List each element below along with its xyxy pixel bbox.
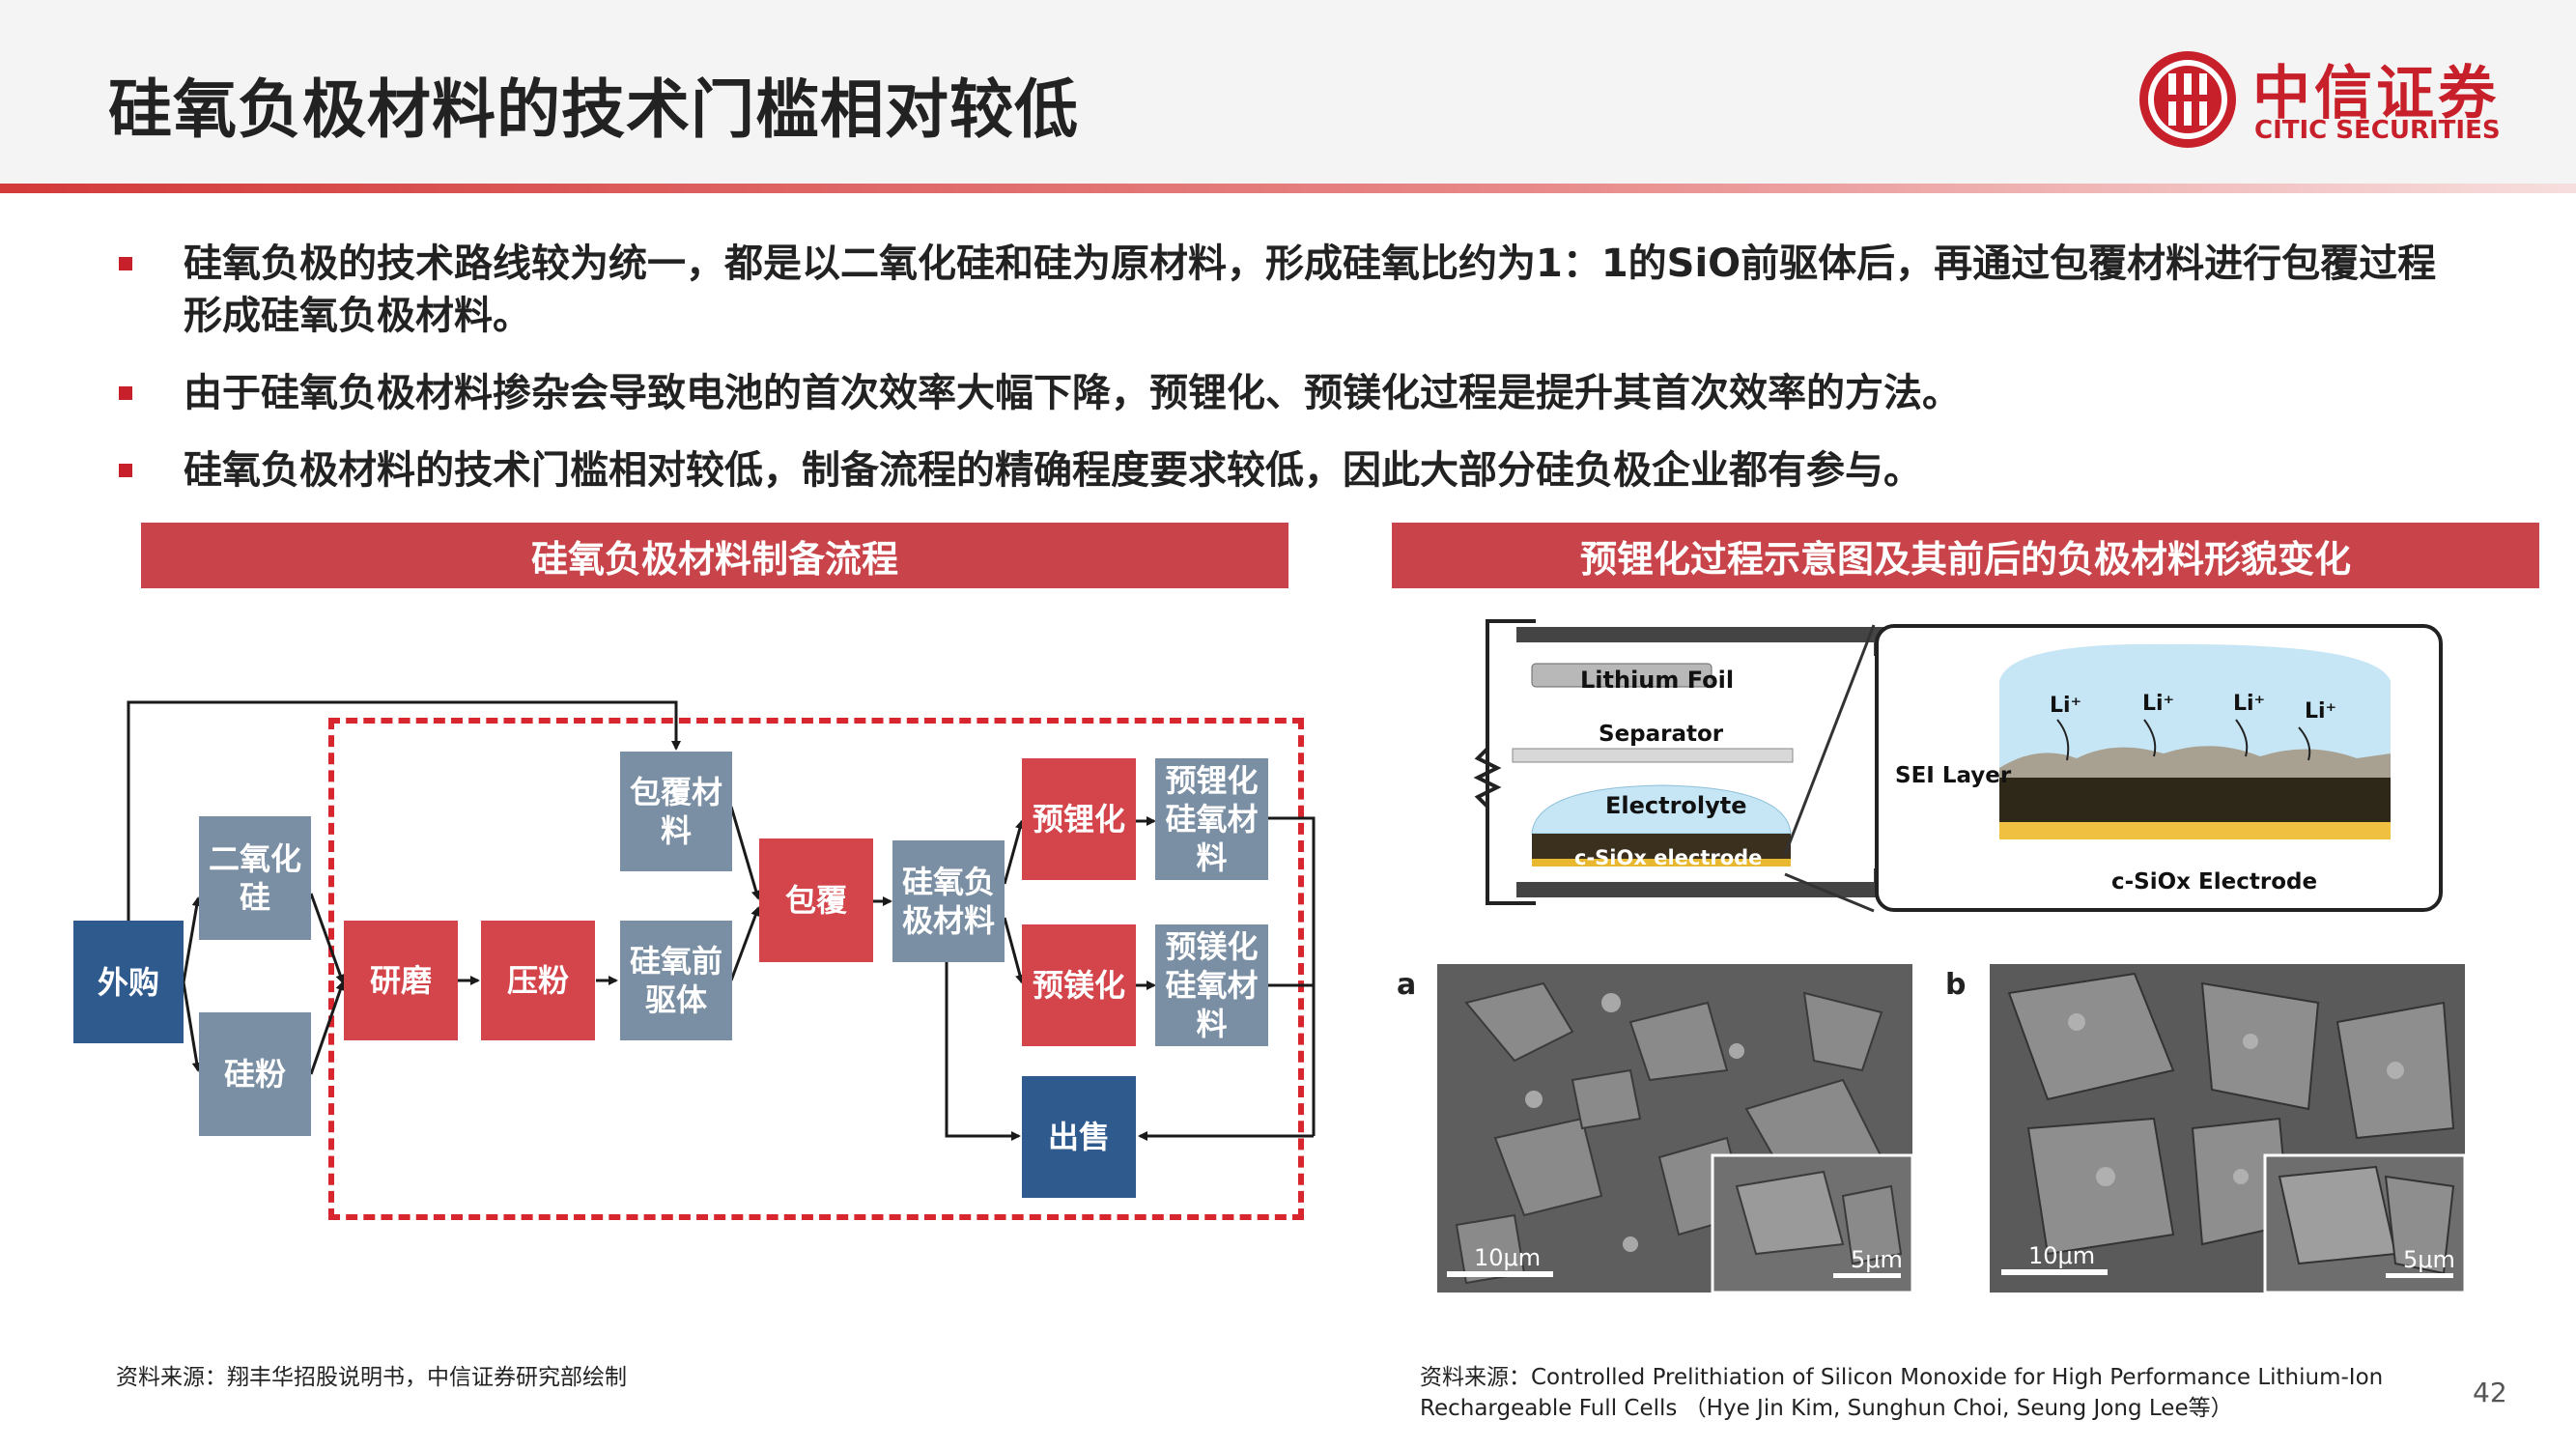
node-pressing: 压粉 — [481, 921, 595, 1040]
sem-scale-inset-a: 5μm — [1851, 1246, 1903, 1273]
right-source-line1: 资料来源：Controlled Prelithiation of Silicon… — [1420, 1365, 2384, 1390]
sem-texture-b — [1990, 964, 2465, 1293]
header-divider — [0, 184, 2576, 193]
sem-letter-b: b — [1945, 968, 1967, 1002]
bullet-text: 硅氧负极材料的技术门槛相对较低，制备流程的精确程度要求较低，因此大部分硅负极企业… — [184, 448, 1922, 493]
bullet-marker — [77, 238, 174, 290]
bullet-item: 硅氧负极的技术路线较为统一，都是以二氧化硅和硅为原材料，形成硅氧比约为1：1的S… — [119, 238, 2473, 342]
cell-schematic — [1473, 619, 1887, 905]
citic-logo-icon — [2139, 51, 2236, 148]
node-li-product: 预锂化硅氧材料 — [1155, 758, 1268, 880]
flowchart-section-title: 硅氧负极材料制备流程 — [141, 523, 1288, 588]
bullet-marker — [77, 444, 174, 497]
bullet-item: 由于硅氧负极材料掺杂会导致电池的首次效率大幅下降，预锂化、预镁化过程是提升其首次… — [119, 367, 2473, 419]
node-sale: 出售 — [1022, 1076, 1136, 1198]
node-mg-product: 预镁化硅氧材料 — [1155, 924, 1268, 1046]
li-ion-label: Li⁺ — [2050, 694, 2082, 718]
sem-image-b: 10μm 5μm — [1990, 964, 2465, 1293]
label-electrode-right: c-SiOx Electrode — [2111, 869, 2318, 895]
sem-scale-inset-b: 5μm — [2403, 1246, 2455, 1273]
logo-text-cn: 中信证券 — [2252, 60, 2500, 128]
left-source-note: 资料来源：翔丰华招股说明书，中信证券研究部绘制 — [116, 1365, 627, 1390]
logo-text-en: CITIC SECURITIES — [2254, 116, 2501, 145]
right-source-note: 资料来源：Controlled Prelithiation of Silicon… — [1420, 1362, 2383, 1424]
bullet-item: 硅氧负极材料的技术门槛相对较低，制备流程的精确程度要求较低，因此大部分硅负极企业… — [119, 444, 2473, 497]
prelithiation-section-title: 预锂化过程示意图及其前后的负极材料形貌变化 — [1392, 523, 2539, 588]
sei-zoom-panel — [1875, 624, 2443, 912]
node-si-powder: 硅粉 — [199, 1012, 311, 1136]
citic-logo: 中信证券 CITIC SECURITIES — [2135, 46, 2502, 153]
label-electrode-left: c-SiOx electrode — [1574, 846, 1763, 869]
node-coating-material: 包覆材料 — [620, 752, 732, 871]
node-sio2: 二氧化硅 — [199, 816, 311, 940]
right-source-line2: Rechargeable Full Cells （Hye Jin Kim, Su… — [1420, 1396, 2233, 1421]
li-ion-label: Li⁺ — [2305, 699, 2337, 724]
process-boundary — [328, 718, 1304, 1220]
sem-letter-a: a — [1397, 968, 1417, 1002]
label-lithium-foil: Lithium Foil — [1580, 667, 1735, 694]
sem-scale-main-a: 10μm — [1474, 1244, 1542, 1271]
node-product: 硅氧负极材料 — [892, 840, 1005, 962]
label-sei-layer: SEI Layer — [1895, 763, 2012, 788]
bullet-marker — [77, 367, 174, 419]
zoom-lines — [1783, 624, 1876, 913]
sem-texture-a — [1437, 964, 1912, 1293]
node-prelithiation: 预锂化 — [1022, 758, 1136, 880]
node-precursor: 硅氧前驱体 — [620, 921, 732, 1040]
sem-image-a: 10μm 5μm — [1437, 964, 1912, 1293]
node-premagnesiation: 预镁化 — [1022, 924, 1136, 1046]
bullet-text: 由于硅氧负极材料掺杂会导致电池的首次效率大幅下降，预锂化、预镁化过程是提升其首次… — [184, 371, 1961, 415]
node-grinding: 研磨 — [344, 921, 458, 1040]
label-separator: Separator — [1599, 722, 1724, 747]
node-coating: 包覆 — [759, 838, 873, 962]
bullet-text: 硅氧负极的技术路线较为统一，都是以二氧化硅和硅为原材料，形成硅氧比约为1：1的S… — [184, 242, 2437, 338]
sem-scale-main-b: 10μm — [2028, 1242, 2096, 1269]
li-ion-label: Li⁺ — [2142, 692, 2175, 716]
li-ion-label: Li⁺ — [2233, 692, 2266, 716]
page-title: 硅氧负极材料的技术门槛相对较低 — [108, 72, 1079, 147]
label-electrolyte: Electrolyte — [1605, 792, 1747, 819]
node-outsource: 外购 — [73, 921, 184, 1043]
page-number: 42 — [2473, 1377, 2507, 1408]
